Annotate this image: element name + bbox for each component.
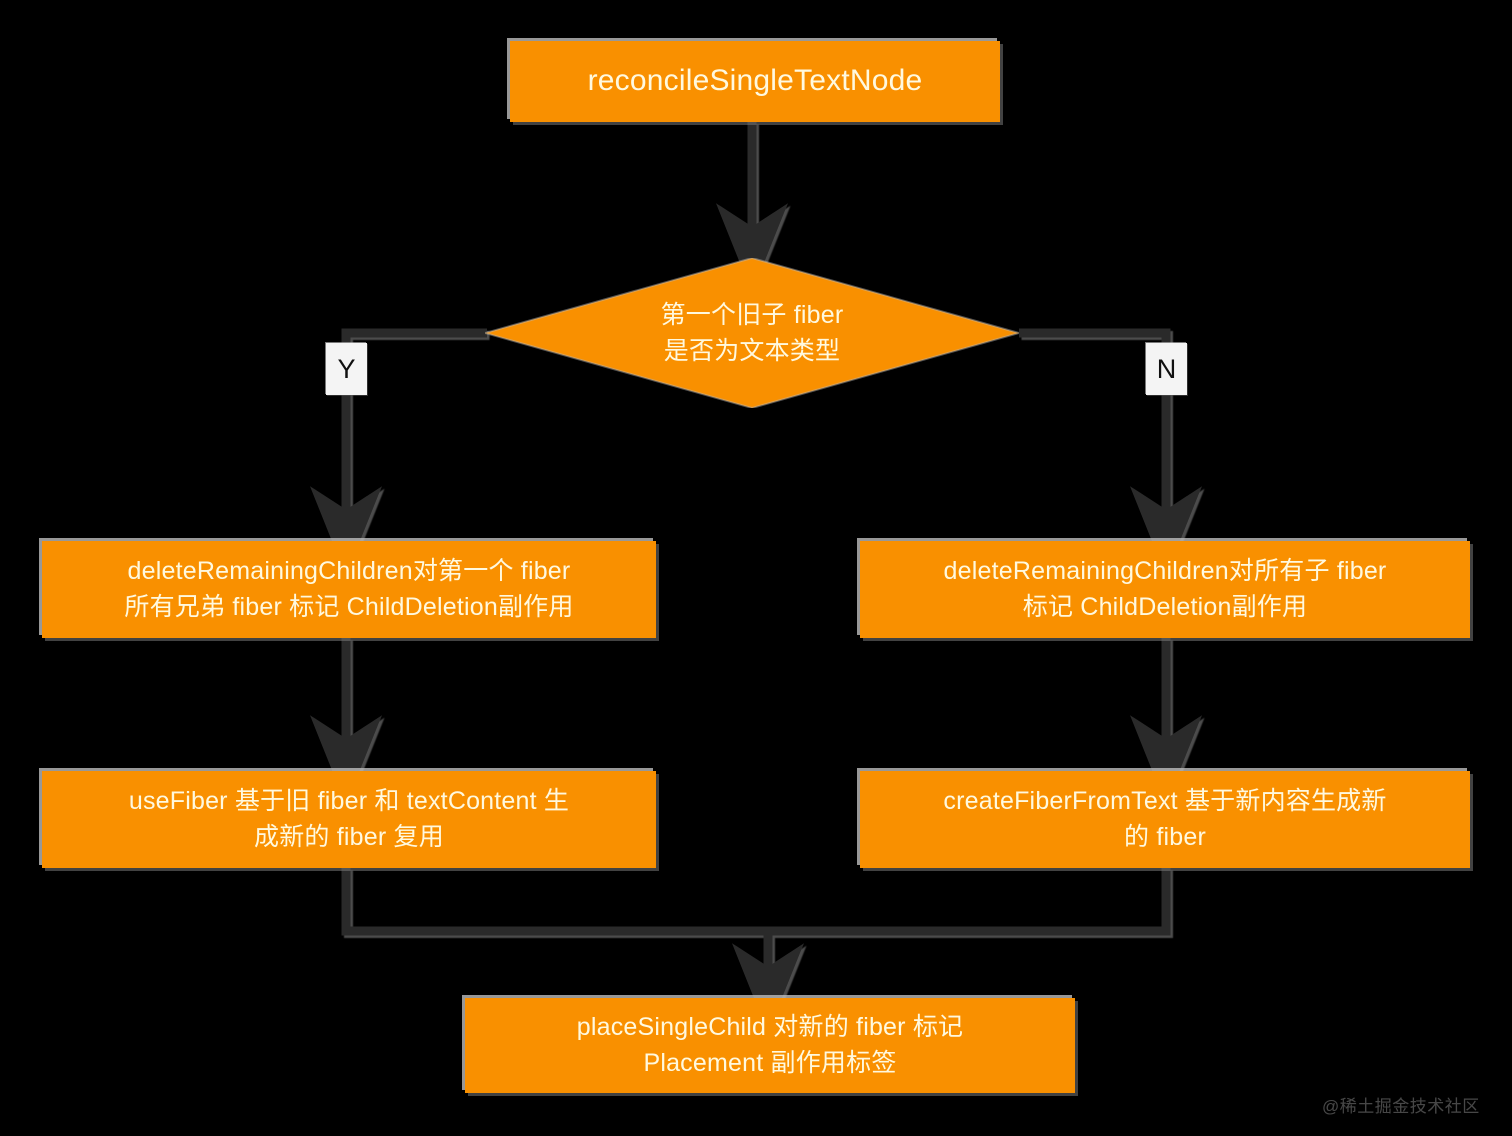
edge-usefiber-to-merge <box>341 868 768 936</box>
decision-label: 第一个旧子 fiber 是否为文本类型 <box>660 300 844 365</box>
diamond-shape <box>485 258 1019 408</box>
node-place-single-child[interactable]: placeSingleChild 对新的 fiber 标记 Placement … <box>465 998 1075 1093</box>
node-reconcile-single-text-node[interactable]: reconcileSingleTextNode <box>510 41 1000 122</box>
node-create-fiber-from-text[interactable]: createFiberFromText 基于新内容生成新 的 fiber <box>860 771 1470 868</box>
edge-createfiber-to-merge <box>768 868 1171 936</box>
node-use-fiber[interactable]: useFiber 基于旧 fiber 和 textContent 生 成新的 f… <box>42 771 656 868</box>
watermark: @稀土掘金技术社区 <box>1322 1097 1480 1116</box>
edge-decision-yes <box>310 328 487 577</box>
edge-label-yes: Y <box>326 343 367 395</box>
node-delete-remaining-siblings[interactable]: deleteRemainingChildren对第一个 fiber 所有兄弟 f… <box>42 541 656 638</box>
edge-label-no: N <box>1146 343 1187 395</box>
edge-decision-no <box>1019 328 1202 577</box>
node-delete-remaining-all[interactable]: deleteRemainingChildren对所有子 fiber 标记 Chi… <box>860 541 1470 638</box>
node-decision-is-first-old-child-text[interactable]: 第一个旧子 fiber 是否为文本类型 <box>485 258 1019 408</box>
